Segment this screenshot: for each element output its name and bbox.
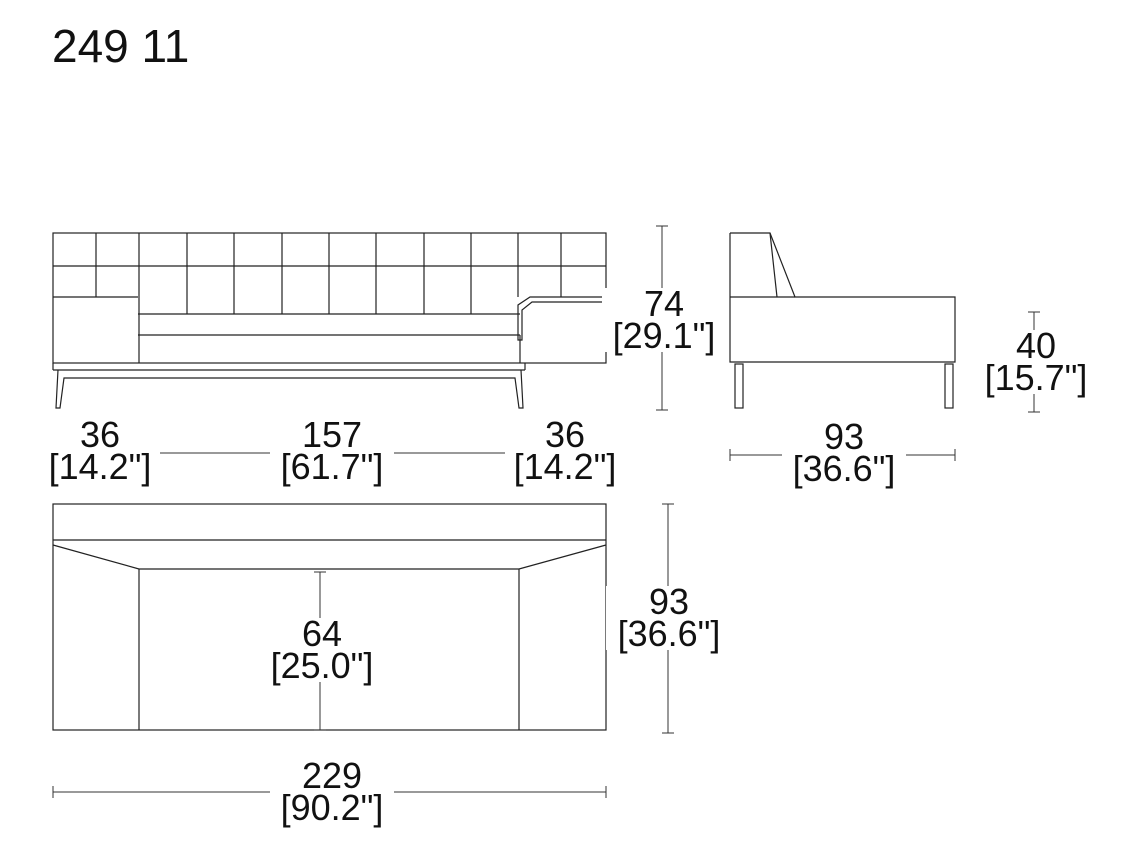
dim-top-depth: 93 [36.6"] [606, 581, 732, 654]
dim-seat-height-in: [15.7"] [984, 357, 1088, 398]
dim-overall-height-cm: 74 [643, 283, 685, 324]
dim-seat-height: 40 [15.7"] [974, 325, 1098, 398]
dim-front-right-arm-in: [14.2"] [513, 446, 617, 487]
dim-overall-height: 74 [29.1"] [602, 283, 726, 356]
dim-overall-width-in: [90.2"] [280, 787, 384, 828]
model-number: 249 11 [52, 20, 190, 72]
dim-front-left-arm-cm: 36 [79, 414, 121, 455]
side-view [729, 232, 956, 409]
dim-front-seat-width-cm: 157 [301, 414, 363, 455]
dim-front-right-arm-cm: 36 [544, 414, 586, 455]
dim-seat-depth: 64 [25.0"] [259, 613, 385, 686]
dim-front-seat-width-in: [61.7"] [280, 446, 384, 487]
dim-front-right-arm: 36 [14.2"] [505, 414, 625, 487]
dim-front-seat-width: 157 [61.7"] [270, 414, 394, 487]
front-view [52, 232, 607, 409]
dim-top-depth-in: [36.6"] [617, 613, 721, 654]
dimension-lines [52, 225, 1040, 798]
dim-overall-height-in: [29.1"] [612, 315, 716, 356]
dim-overall-width: 229 [90.2"] [270, 755, 394, 828]
dim-side-depth-in: [36.6"] [792, 448, 896, 489]
dim-seat-depth-in: [25.0"] [270, 645, 374, 686]
dim-front-left-arm-in: [14.2"] [48, 446, 152, 487]
dim-seat-depth-cm: 64 [301, 613, 343, 654]
dim-top-depth-cm: 93 [648, 581, 690, 622]
dim-front-left-arm: 36 [14.2"] [40, 414, 160, 487]
dim-overall-width-cm: 229 [301, 755, 363, 796]
dim-side-depth-cm: 93 [823, 416, 865, 457]
dim-seat-height-cm: 40 [1015, 325, 1057, 366]
dim-side-depth: 93 [36.6"] [782, 416, 906, 489]
